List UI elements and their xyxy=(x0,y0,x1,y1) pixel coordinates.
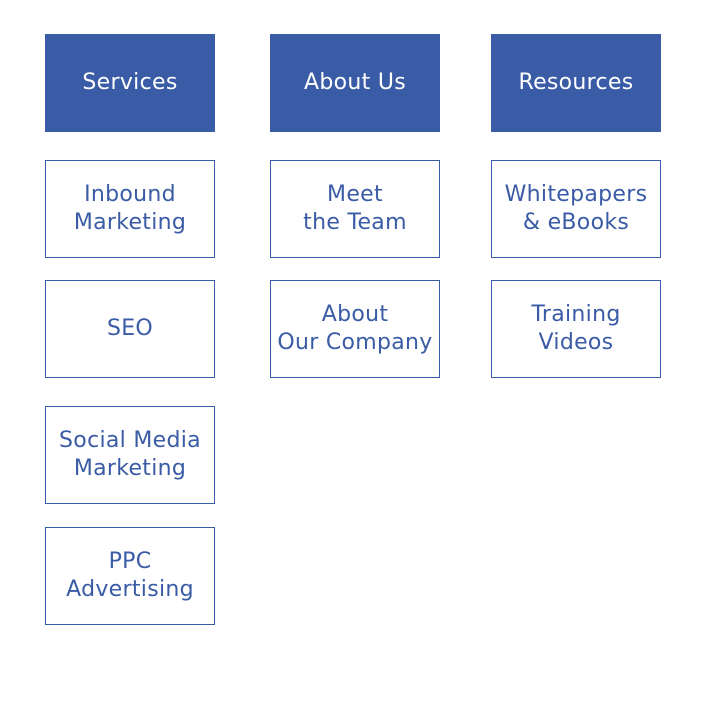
item-about-our-company: About Our Company xyxy=(270,280,440,378)
item-inbound-marketing: Inbound Marketing xyxy=(45,160,215,258)
header-resources: Resources xyxy=(491,34,661,132)
item-meet-the-team: Meet the Team xyxy=(270,160,440,258)
item-whitepapers-ebooks: Whitepapers & eBooks xyxy=(491,160,661,258)
item-seo: SEO xyxy=(45,280,215,378)
item-social-media-marketing: Social Media Marketing xyxy=(45,406,215,504)
header-services: Services xyxy=(45,34,215,132)
header-about-us: About Us xyxy=(270,34,440,132)
item-ppc-advertising: PPC Advertising xyxy=(45,527,215,625)
item-training-videos: Training Videos xyxy=(491,280,661,378)
